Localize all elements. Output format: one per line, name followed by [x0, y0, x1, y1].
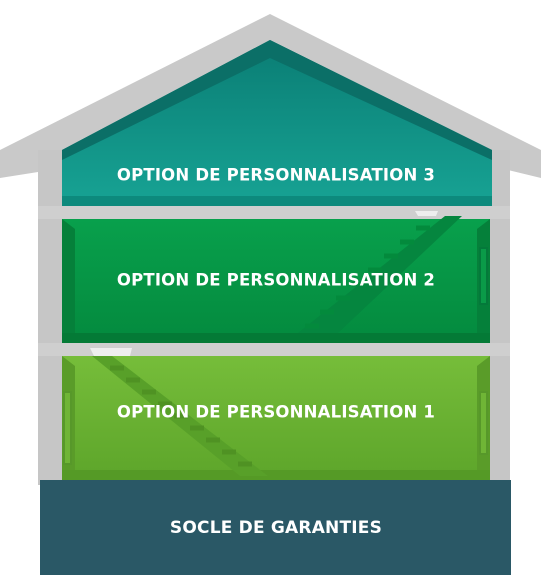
stair-landing-top	[415, 211, 438, 216]
floor-slab-2	[38, 343, 510, 356]
floor-2: OPTION DE PERSONNALISATION 2	[62, 216, 490, 343]
floor-slab-3	[38, 206, 510, 219]
floor-1: OPTION DE PERSONNALISATION 1	[62, 356, 490, 480]
foundation-label: SOCLE DE GARANTIES	[170, 518, 382, 538]
staircase-upper	[298, 216, 462, 333]
foundation: SOCLE DE GARANTIES	[40, 480, 511, 575]
floor-3: OPTION DE PERSONNALISATION 3	[62, 40, 492, 206]
floor-1-label: OPTION DE PERSONNALISATION 1	[117, 403, 435, 422]
floor-2-label: OPTION DE PERSONNALISATION 2	[117, 271, 435, 290]
stair-landing-mid	[90, 348, 132, 356]
right-wall	[490, 150, 510, 485]
left-wall	[38, 150, 62, 485]
floor-3-label: OPTION DE PERSONNALISATION 3	[117, 166, 435, 185]
